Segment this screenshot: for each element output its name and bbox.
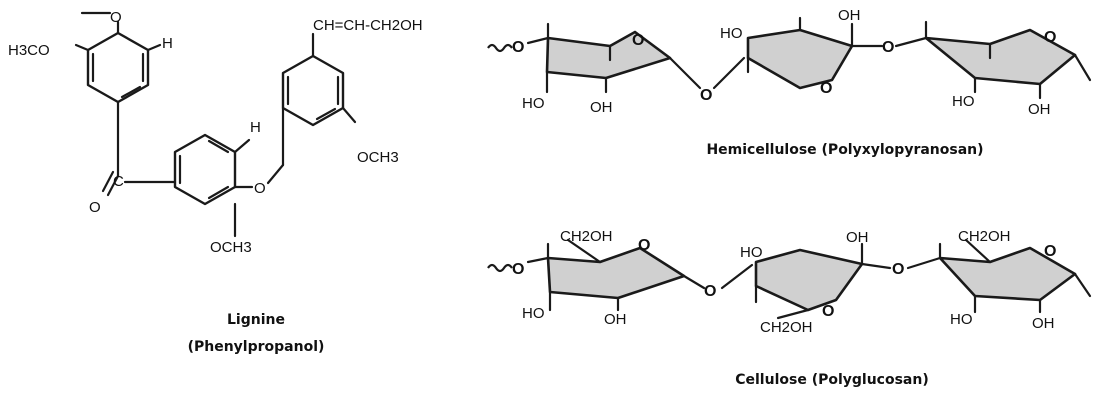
lignin-caption: Lignine — [227, 312, 285, 328]
cellulose-ring1-o: O — [638, 237, 650, 254]
hemicellulose-start-o: O — [512, 39, 524, 56]
hemicellulose-caption: Hemicellulose (Polyxylopyranosan) — [706, 142, 983, 158]
cellulose-link-2: O — [892, 261, 904, 278]
cellulose-ho-1: HO — [522, 305, 545, 322]
lignin-ether-o: O — [254, 180, 266, 197]
cellulose-ring-2 — [754, 248, 864, 312]
lignin-methoxy-o: O — [110, 9, 122, 26]
cellulose-oh-2: OH — [846, 229, 869, 246]
cellulose-ch2oh-3: CH2OH — [958, 228, 1011, 245]
lignin-och3-bottom: OCH3 — [210, 239, 252, 256]
cellulose-chain-end — [487, 263, 513, 273]
lignin-h-top: H — [162, 35, 173, 52]
hemicellulose-link-2: O — [882, 39, 894, 56]
cellulose-link-1: O — [704, 283, 716, 300]
cellulose-oh-1: OH — [604, 311, 627, 328]
lignin-h3co-label: H3CO — [8, 42, 50, 59]
hemicellulose-ring2-o: O — [820, 80, 832, 97]
cellulose-ho-2: HO — [740, 244, 763, 261]
hemicellulose-ho-1: HO — [522, 95, 545, 112]
lignin-carbonyl-o: O — [89, 199, 101, 216]
cellulose-ring-1 — [546, 246, 686, 300]
cellulose-caption: Cellulose (Polyglucosan) — [735, 372, 929, 388]
hemicellulose-ring3-o: O — [1044, 29, 1056, 46]
hemicellulose-ho-3: HO — [952, 93, 975, 110]
cellulose-ch2oh-2: CH2OH — [760, 319, 813, 336]
lignin-och3-right: OCH3 — [357, 149, 399, 166]
hemicellulose-oh-3: OH — [1028, 101, 1051, 118]
lignin-ring-c — [281, 54, 345, 127]
hemicellulose-structure: O O HO OH O HO OH O O O HO OH Hemicellul… — [487, 7, 1092, 158]
hemicellulose-ring1-o: O — [632, 32, 644, 49]
lignin-structure: O H3CO H CH=CH-CH2OH H C O O OCH3 OCH3 L… — [8, 9, 423, 355]
hemicellulose-ring-2 — [746, 28, 854, 90]
hemicellulose-chain-end — [487, 43, 513, 53]
lignin-caption-subtitle: (Phenylpropanol) — [188, 339, 325, 355]
lignin-h-mid: H — [250, 119, 261, 136]
cellulose-structure: O CH2OH O HO OH O HO OH O CH2OH O CH2OH … — [487, 228, 1092, 388]
hemicellulose-ho-2: HO — [720, 25, 743, 42]
cellulose-ring3-o: O — [1044, 243, 1056, 260]
cellulose-ch2oh-1: CH2OH — [560, 228, 613, 245]
cellulose-ho-3: HO — [950, 311, 973, 328]
lignin-ring-b — [173, 133, 237, 206]
lignin-side-chain: CH=CH-CH2OH — [313, 17, 423, 34]
hemicellulose-ring-1 — [545, 30, 672, 80]
cellulose-oh-3: OH — [1032, 315, 1055, 332]
hemicellulose-link-1: O — [700, 87, 712, 104]
hemicellulose-oh-1: OH — [590, 99, 613, 116]
cellulose-start-o: O — [512, 261, 524, 278]
cellulose-ring2-o: O — [822, 303, 834, 320]
lignin-ring-a — [86, 31, 150, 104]
hemicellulose-oh-2: OH — [838, 7, 861, 24]
lignin-carbonyl-c: C — [113, 173, 124, 190]
